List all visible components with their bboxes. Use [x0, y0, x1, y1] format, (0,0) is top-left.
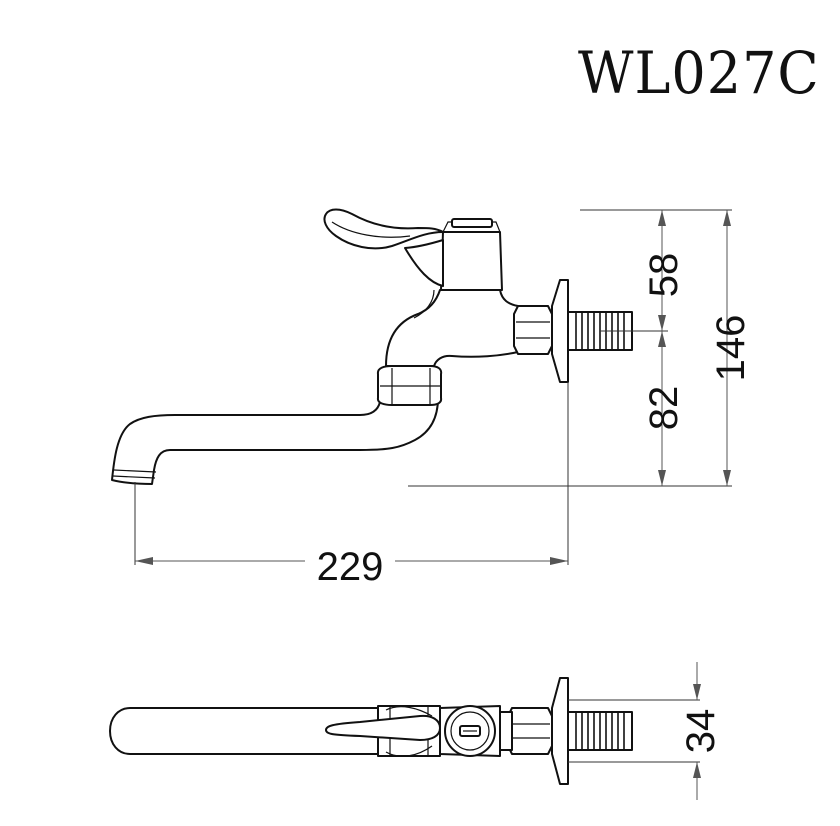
top-spout [109, 707, 391, 755]
dimension-229: 229 [135, 545, 568, 589]
dimension-229-label: 229 [317, 545, 384, 589]
dimension-58: 58 [642, 210, 686, 331]
front-bonnet [440, 231, 503, 291]
front-extension-lines [134, 209, 732, 565]
dimension-34-label: 34 [679, 709, 723, 754]
top-extension-lines [568, 699, 700, 763]
dimension-82-label: 82 [642, 386, 686, 431]
front-lever-handle [323, 208, 444, 250]
dimension-146-label: 146 [709, 315, 753, 382]
front-hex-connector [513, 305, 553, 355]
top-wall-flange [551, 677, 569, 785]
model-code-title: WL027C [578, 39, 820, 108]
dimension-34: 34 [679, 662, 723, 800]
front-body [385, 289, 519, 367]
front-wall-flange [551, 279, 569, 383]
dimension-58-label: 58 [642, 253, 686, 298]
top-hex-connector [507, 707, 553, 755]
dimension-82: 82 [642, 331, 686, 486]
top-view [109, 677, 633, 785]
dimension-146: 146 [709, 210, 753, 486]
front-view [111, 208, 633, 485]
front-spout [111, 387, 439, 485]
front-cap-top [451, 218, 493, 228]
